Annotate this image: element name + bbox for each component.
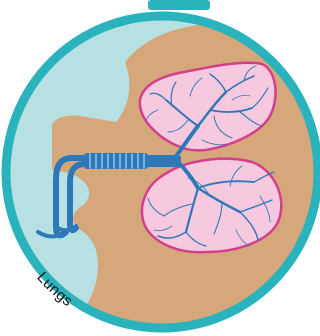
badge-tab (148, 0, 210, 10)
